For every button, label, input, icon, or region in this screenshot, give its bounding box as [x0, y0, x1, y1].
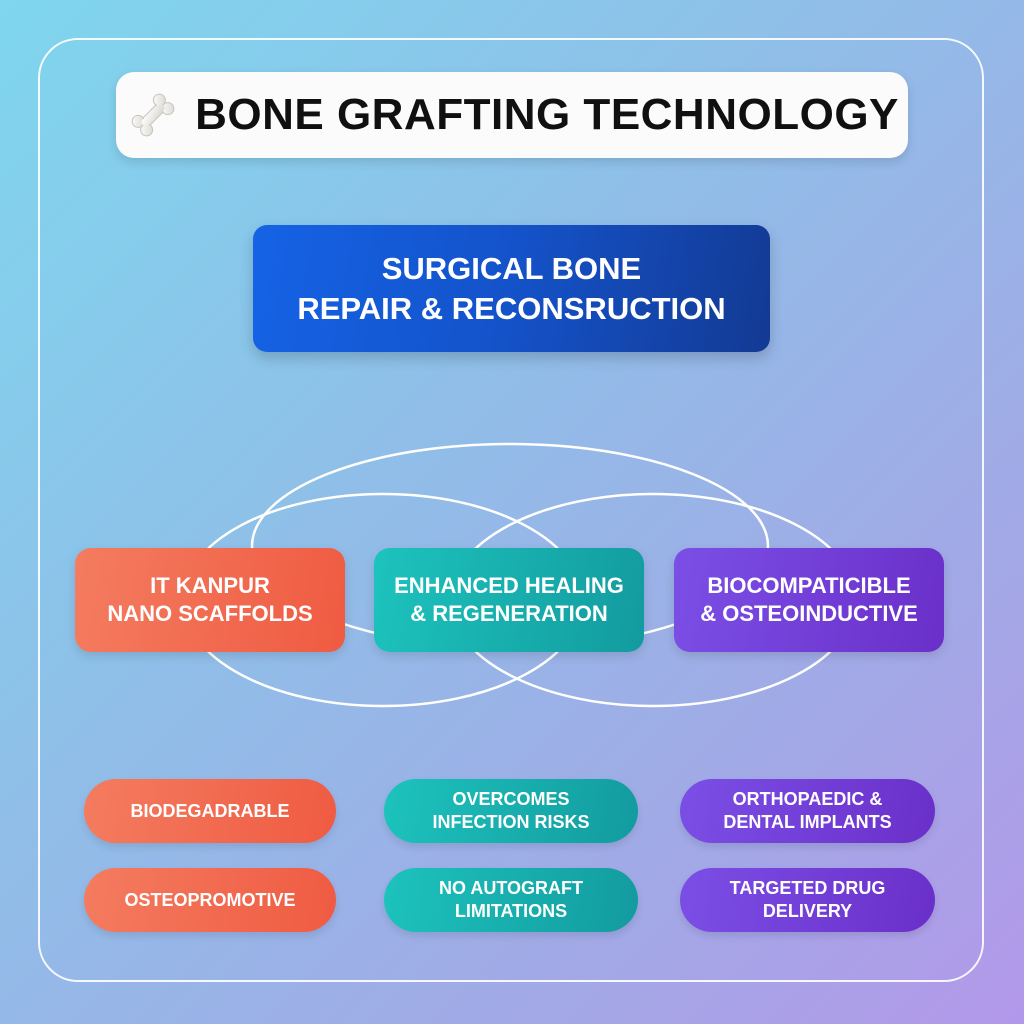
pill-osteopromotive: OSTEOPROMOTIVE	[84, 868, 336, 932]
pill-line: BIODEGADRABLE	[130, 800, 290, 821]
pill-line: INFECTION RISKS	[432, 812, 590, 832]
pill-no-autograft: NO AUTOGRAFT LIMITATIONS	[384, 868, 638, 932]
pill-overcomes-infection: OVERCOMES INFECTION RISKS	[384, 779, 638, 843]
box-biocompatible: BIOCOMPATICIBLE & OSTEOINDUCTIVE	[674, 548, 944, 652]
bone-icon	[131, 93, 175, 137]
title-banner: BONE GRAFTING TECHNOLOGY	[116, 72, 908, 158]
page-title: BONE GRAFTING TECHNOLOGY	[195, 90, 899, 139]
box-line: & OSTEOINDUCTIVE	[700, 601, 918, 626]
pill-line: OSTEOPROMOTIVE	[124, 889, 296, 910]
outer-frame	[38, 38, 984, 982]
pill-line: OVERCOMES	[452, 789, 570, 809]
box-line: IT KANPUR	[150, 573, 270, 598]
box-line: ENHANCED HEALING	[394, 573, 624, 598]
pill-line: NO AUTOGRAFT	[439, 878, 583, 898]
pill-biodegradable: BIODEGADRABLE	[84, 779, 336, 843]
main-topic-line-1: SURGICAL BONE	[381, 250, 642, 286]
pill-line: LIMITATIONS	[454, 901, 568, 921]
box-nano-scaffolds: IT KANPUR NANO SCAFFOLDS	[75, 548, 345, 652]
box-line: NANO SCAFFOLDS	[107, 601, 313, 626]
box-enhanced-healing: ENHANCED HEALING & REGENERATION	[374, 548, 644, 652]
pill-implants: ORTHOPAEDIC & DENTAL IMPLANTS	[680, 779, 935, 843]
pill-line: TARGETED DRUG	[729, 878, 886, 898]
main-topic-line-2: REPAIR & RECONSRUCTION	[297, 290, 726, 326]
pill-line: DENTAL IMPLANTS	[723, 812, 892, 832]
pill-drug-delivery: TARGETED DRUG DELIVERY	[680, 868, 935, 932]
pill-line: DELIVERY	[762, 901, 853, 921]
pill-line: ORTHOPAEDIC &	[732, 789, 883, 809]
box-line: BIOCOMPATICIBLE	[707, 573, 911, 598]
box-line: & REGENERATION	[410, 601, 608, 626]
main-topic-box: SURGICAL BONE REPAIR & RECONSRUCTION	[253, 225, 770, 352]
